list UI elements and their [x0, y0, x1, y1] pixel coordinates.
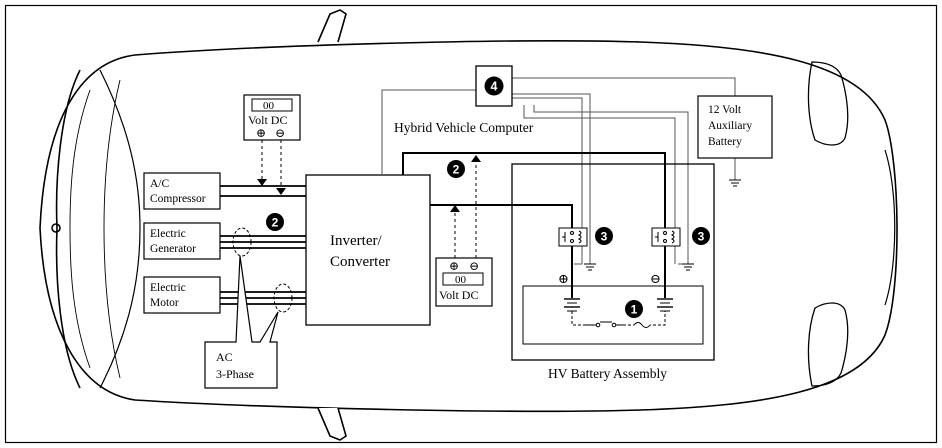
voltmeter-top-reading: 00	[263, 100, 275, 112]
hv-battery-assembly-label: HV Battery Assembly	[548, 366, 667, 381]
mirror-top	[317, 9, 347, 43]
hv-negative-terminal: ⊖	[650, 271, 661, 286]
svg-text:3: 3	[698, 230, 705, 244]
svg-text:4: 4	[491, 80, 498, 94]
voltmeter-top-minus: ⊖	[275, 126, 285, 140]
meter-probes	[261, 140, 477, 258]
marker-1-service-plug: 1	[625, 300, 643, 318]
voltmeter-bottom	[435, 257, 493, 307]
marker-4-hybrid-computer: 4	[484, 76, 504, 96]
mirror-bottom	[317, 407, 347, 441]
svg-text:3: 3	[601, 230, 608, 244]
hv-positive-terminal: ⊕	[558, 271, 569, 286]
battery-cells	[564, 298, 673, 312]
inverter-converter-label-line2: Converter	[330, 254, 390, 270]
component-busses	[220, 185, 306, 305]
voltmeter-top-label: Volt DC	[248, 113, 287, 127]
service-plug-switch	[586, 321, 626, 329]
electric-generator-label-line2: Generator	[150, 243, 196, 255]
electric-motor-box	[143, 276, 221, 314]
marker-2-motor-cable: 2	[266, 213, 284, 231]
voltmeter-top-plus: ⊕	[256, 126, 266, 140]
marker-3-positive-relay: 3	[595, 227, 613, 245]
electric-generator-label-line1: Electric	[150, 228, 186, 240]
marker-3-negative-relay: 3	[692, 227, 710, 245]
voltmeter-top	[243, 94, 301, 141]
electric-generator-box	[143, 222, 221, 260]
electric-motor-label-line2: Motor	[150, 297, 179, 309]
aux-battery-label-line3: Battery	[708, 136, 742, 148]
aux-battery-label-line2: Auxiliary	[708, 120, 752, 132]
hv-cables	[402, 152, 666, 298]
ac-phase-oval-generator	[232, 227, 252, 257]
hybrid-vehicle-computer-label: Hybrid Vehicle Computer	[394, 120, 534, 135]
vehicle-outline	[39, 40, 898, 413]
relay-negative	[651, 227, 681, 247]
voltmeter-bottom-plus: ⊕	[449, 259, 459, 273]
probe-arrowheads	[257, 155, 481, 212]
ac-3phase-label-line1: AC	[216, 350, 233, 364]
aux-battery-label-line1: 12 Volt	[708, 104, 742, 116]
relay-positive	[558, 227, 588, 247]
svg-text:2: 2	[453, 163, 460, 177]
ac-3phase-label-line2: 3-Phase	[216, 367, 254, 381]
ground-symbols	[584, 179, 741, 271]
svg-text:2: 2	[272, 216, 279, 230]
ac-phase-oval-motor	[273, 283, 293, 313]
hv-battery-pack	[522, 285, 704, 345]
inverter-converter-label-line1: Inverter/	[330, 233, 382, 249]
voltmeter-bottom-minus: ⊖	[469, 259, 479, 273]
svg-text:1: 1	[631, 303, 638, 317]
voltmeter-bottom-label: Volt DC	[439, 288, 478, 302]
inverter-converter-box	[305, 174, 431, 326]
ac-3phase-callout	[204, 255, 279, 389]
electric-motor-label-line1: Electric	[150, 282, 186, 294]
aux-battery-box	[697, 95, 773, 159]
voltmeter-bottom-reading: 00	[455, 274, 467, 286]
ac-compressor-label-line1: A/C	[150, 178, 170, 190]
diagram-frame	[4, 4, 938, 444]
fuse-icon	[633, 321, 651, 329]
marker-2-hv-cable: 2	[447, 160, 465, 178]
hv-battery-assembly-box	[511, 163, 715, 361]
ac-compressor-box	[143, 172, 221, 210]
ac-compressor-label-line2: Compressor	[150, 193, 206, 205]
